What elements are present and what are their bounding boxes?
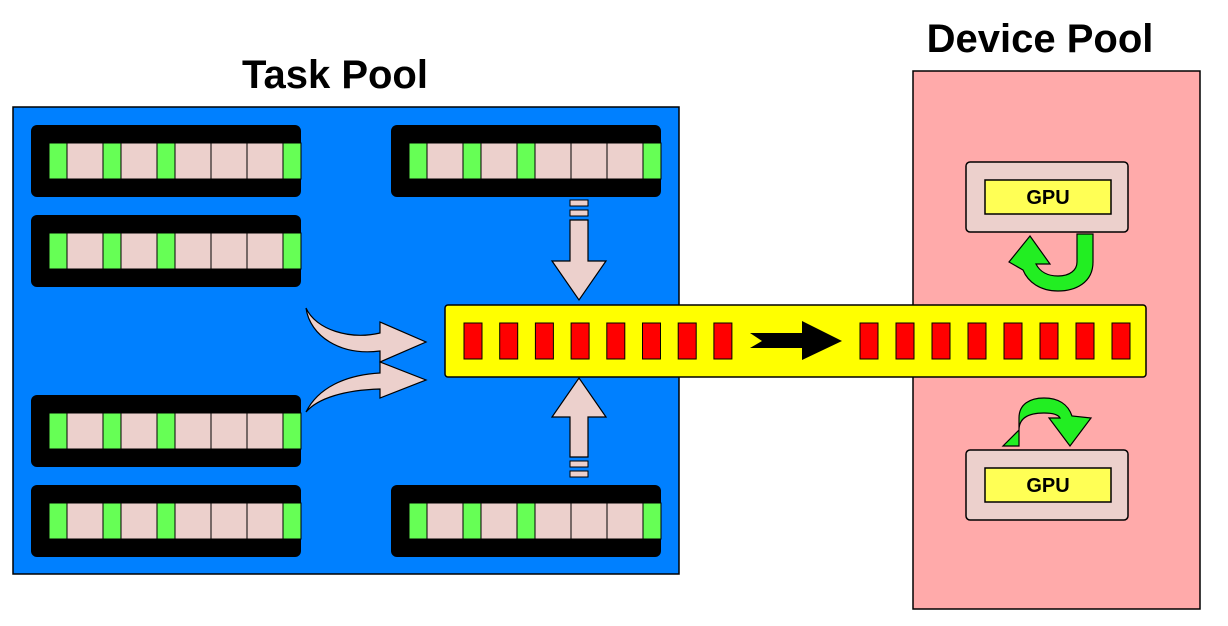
queue-item (534, 322, 554, 360)
queue-item (1003, 322, 1023, 360)
task-cell-idle (66, 502, 104, 540)
task-cell-idle (174, 232, 212, 270)
task-bar (391, 125, 662, 197)
curved-inflow-arrow-icon (305, 361, 428, 413)
queue-item (895, 322, 915, 360)
task-cell-active (156, 502, 176, 540)
task-cell-idle (174, 142, 212, 180)
task-cell-active (156, 232, 176, 270)
task-cell-active (516, 142, 536, 180)
queue-item (931, 322, 951, 360)
device-pool-title: Device Pool (927, 17, 1154, 61)
up-inflow-arrow-icon (550, 376, 608, 478)
task-bar (31, 125, 302, 197)
task-pool-title: Task Pool (242, 53, 428, 97)
queue-item (570, 322, 590, 360)
cycle-arrow-icon (1001, 397, 1093, 447)
right-arrow-icon (750, 321, 842, 360)
task-cell-idle (534, 502, 572, 540)
curved-inflow-arrow-icon (305, 307, 428, 363)
task-cell-active (102, 412, 122, 450)
queue-item (967, 322, 987, 360)
queue-item (1039, 322, 1059, 360)
task-bar (31, 485, 302, 557)
task-cell-idle (120, 142, 158, 180)
task-cell-active (642, 502, 662, 540)
task-bar (31, 395, 302, 467)
task-cell-idle (210, 232, 248, 270)
task-cell-active (102, 232, 122, 270)
task-cell-idle (246, 502, 284, 540)
task-cell-active (48, 412, 68, 450)
task-cell-idle (174, 502, 212, 540)
task-cell-idle (246, 412, 284, 450)
cycle-arrow-icon (1008, 233, 1094, 292)
queue-item (1075, 322, 1095, 360)
task-cell-idle (66, 142, 104, 180)
task-cell-idle (66, 232, 104, 270)
task-bars (31, 125, 662, 557)
task-cell-idle (480, 502, 518, 540)
task-cell-active (408, 142, 428, 180)
task-cell-active (156, 142, 176, 180)
task-cell-active (642, 142, 662, 180)
task-cell-idle (210, 412, 248, 450)
task-cell-active (156, 412, 176, 450)
task-cell-idle (426, 502, 464, 540)
queue-items (463, 322, 1131, 360)
task-cell-idle (606, 502, 644, 540)
task-cell-active (282, 412, 302, 450)
task-bar (31, 215, 302, 287)
task-cell-active (462, 142, 482, 180)
task-cell-idle (120, 502, 158, 540)
task-cell-idle (534, 142, 572, 180)
task-cell-active (102, 502, 122, 540)
task-cell-idle (246, 142, 284, 180)
task-cell-idle (210, 142, 248, 180)
queue-item (859, 322, 879, 360)
task-cell-idle (570, 502, 608, 540)
task-cell-active (462, 502, 482, 540)
task-cell-active (48, 142, 68, 180)
task-cell-idle (210, 502, 248, 540)
task-cell-active (282, 232, 302, 270)
task-cell-active (282, 142, 302, 180)
task-cell-active (282, 502, 302, 540)
queue-item (499, 322, 519, 360)
task-cell-idle (120, 232, 158, 270)
queue-item (677, 322, 697, 360)
task-cell-active (516, 502, 536, 540)
task-cell-idle (120, 412, 158, 450)
queue-item (1111, 322, 1131, 360)
task-cell-idle (66, 412, 104, 450)
down-inflow-arrow-icon (550, 199, 608, 302)
task-cell-idle (174, 412, 212, 450)
queue-item (713, 322, 733, 360)
queue-item (642, 322, 661, 360)
task-cell-idle (426, 142, 464, 180)
task-cell-idle (246, 232, 284, 270)
task-cell-active (48, 502, 68, 540)
task-cell-active (408, 502, 428, 540)
gpu-label: GPU (1026, 475, 1069, 497)
task-cell-idle (606, 142, 644, 180)
task-cell-active (48, 232, 68, 270)
gpu-device: GPU (965, 161, 1129, 233)
task-bar (391, 485, 662, 557)
task-cell-idle (570, 142, 608, 180)
task-cell-idle (480, 142, 518, 180)
queue-item (463, 322, 483, 360)
queue-item (606, 322, 626, 360)
gpu-label: GPU (1026, 187, 1069, 209)
gpu-device: GPU (965, 449, 1129, 521)
task-cell-active (102, 142, 122, 180)
